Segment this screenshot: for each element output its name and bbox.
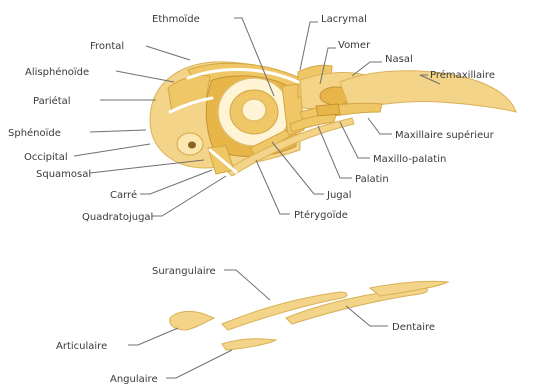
label-frontal: Frontal [90, 41, 124, 52]
label-angulaire: Angulaire [110, 374, 158, 385]
label-lacrymal: Lacrymal [321, 14, 367, 25]
label-vomer: Vomer [338, 40, 371, 51]
label-pterygoide: Ptérygoïde [294, 209, 348, 221]
label-carre: Carré [110, 189, 137, 201]
label-ethmoide: Ethmoïde [152, 14, 200, 25]
label-maxillo-palatin: Maxillo-palatin [373, 154, 446, 165]
label-articulaire: Articulaire [56, 341, 107, 352]
label-quadratojugal: Quadratojugal [82, 212, 153, 223]
orbit-center [242, 99, 266, 121]
label-surangulaire: Surangulaire [152, 266, 216, 277]
label-sphenoide: Sphénoïde [8, 127, 61, 139]
label-jugal: Jugal [326, 190, 352, 201]
label-squamosal: Squamosal [36, 169, 91, 180]
articulaire-bone [170, 311, 214, 330]
label-premaxillaire: Prémaxillaire [430, 69, 495, 81]
mandible [170, 281, 448, 350]
label-occipital: Occipital [24, 152, 68, 163]
auditory-center [188, 142, 196, 149]
angulaire-bone [222, 339, 276, 350]
label-palatin: Palatin [355, 174, 389, 185]
maxillo-palatin-bone [316, 104, 340, 116]
label-maxillaire-superieur: Maxillaire supérieur [395, 129, 495, 141]
label-dentaire: Dentaire [392, 322, 435, 333]
label-alisphenoide: Alisphénoïde [25, 66, 89, 78]
label-nasal: Nasal [385, 54, 413, 65]
label-parietal: Pariétal [33, 95, 71, 107]
mandible-leader-lines [128, 270, 388, 378]
